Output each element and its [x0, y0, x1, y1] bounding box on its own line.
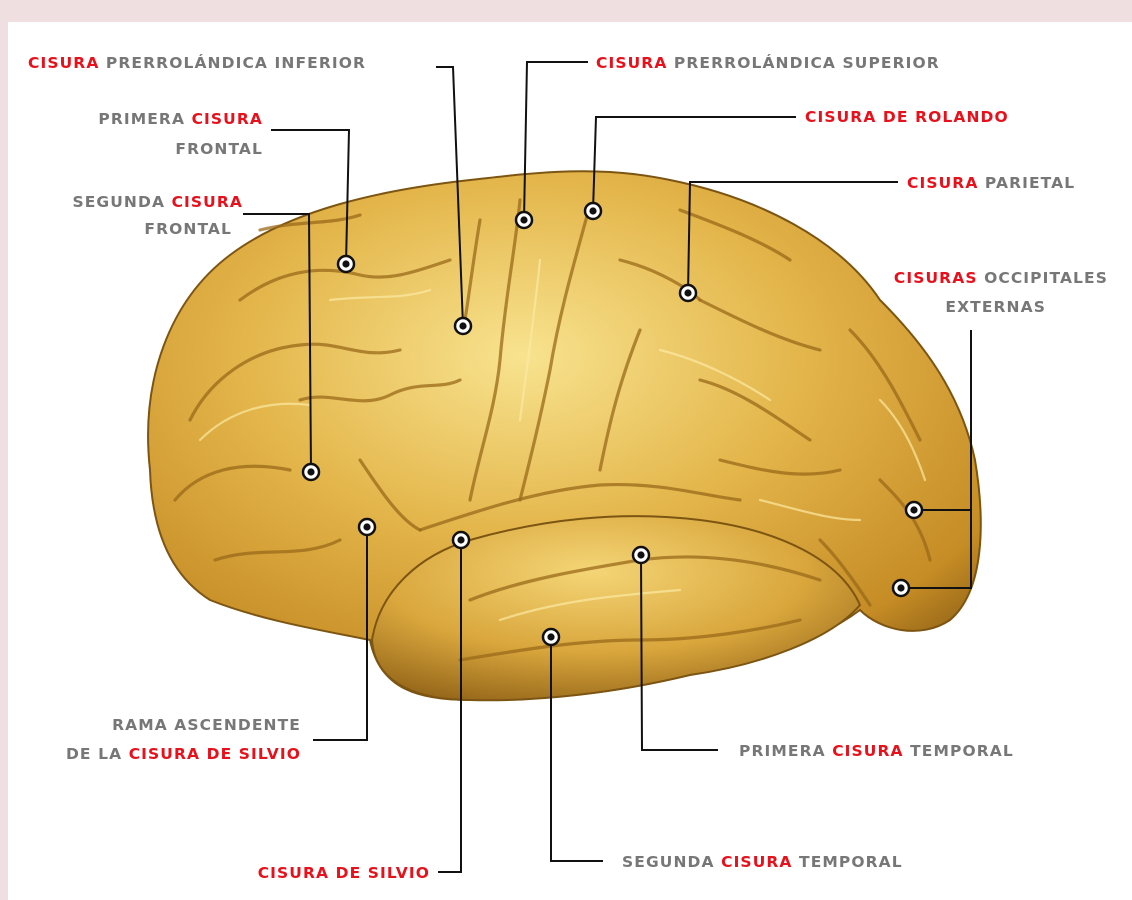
- label-prerrolandica-superior-red: CISURA: [596, 54, 667, 72]
- label-segunda-temporal-gray-a: SEGUNDA: [622, 853, 721, 871]
- label-segunda-frontal-gray: SEGUNDA: [72, 193, 171, 211]
- marker-segunda-frontal: [303, 464, 319, 480]
- label-segunda-temporal-red: CISURA: [721, 853, 792, 871]
- label-primera-frontal-line1: PRIMERA CISURA: [98, 110, 263, 128]
- label-rama-ascendente-line1: RAMA ASCENDENTE: [112, 716, 301, 734]
- label-parietal-red: CISURA: [907, 174, 978, 192]
- label-segunda-frontal-line1: SEGUNDA CISURA: [72, 193, 243, 211]
- marker-prerrolandica-superior: [516, 212, 532, 228]
- label-parietal-gray: PARIETAL: [978, 174, 1075, 192]
- label-prerrolandica-superior: CISURA PRERROLÁNDICA SUPERIOR: [596, 53, 940, 72]
- label-occipitales-gray: OCCIPITALES: [978, 269, 1108, 287]
- label-silvio-red: CISURA DE SILVIO: [258, 864, 430, 882]
- marker-primera-temporal: [633, 547, 649, 563]
- label-segunda-frontal-red: CISURA: [172, 193, 243, 211]
- label-rama-ascendente-gray: DE LA: [66, 745, 129, 763]
- label-segunda-temporal: SEGUNDA CISURA TEMPORAL: [622, 853, 903, 871]
- brain-illustration: [148, 171, 981, 700]
- marker-prerrolandica-inferior: [455, 318, 471, 334]
- label-primera-frontal-gray: PRIMERA: [98, 110, 191, 128]
- marker-occipital-lower: [893, 580, 909, 596]
- label-segunda-frontal-line2: FRONTAL: [144, 220, 232, 238]
- label-primera-frontal-red: CISURA: [192, 110, 263, 128]
- label-parietal: CISURA PARIETAL: [907, 174, 1075, 192]
- label-rolando: CISURA DE ROLANDO: [805, 108, 1009, 126]
- label-prerrolandica-inferior-red: CISURA: [28, 54, 99, 72]
- label-primera-temporal-gray-b: TEMPORAL: [904, 742, 1014, 760]
- label-rama-ascendente-red: CISURA DE SILVIO: [129, 745, 301, 763]
- marker-parietal: [680, 285, 696, 301]
- label-primera-temporal-gray-a: PRIMERA: [739, 742, 832, 760]
- label-prerrolandica-inferior-gray: PRERROLÁNDICA INFERIOR: [99, 53, 366, 72]
- marker-silvio: [453, 532, 469, 548]
- label-rolando-red: CISURA DE ROLANDO: [805, 108, 1009, 126]
- label-primera-frontal-line2: FRONTAL: [175, 140, 263, 158]
- label-segunda-temporal-gray-b: TEMPORAL: [793, 853, 903, 871]
- label-prerrolandica-superior-gray: PRERROLÁNDICA SUPERIOR: [667, 53, 939, 72]
- label-occipitales-line2: EXTERNAS: [945, 298, 1046, 316]
- label-primera-temporal: PRIMERA CISURA TEMPORAL: [739, 742, 1014, 760]
- label-rama-ascendente-line2: DE LA CISURA DE SILVIO: [66, 745, 301, 763]
- label-occipitales-red: CISURAS: [894, 269, 978, 287]
- marker-rolando: [585, 203, 601, 219]
- label-occipitales-line1: CISURAS OCCIPITALES: [894, 269, 1108, 287]
- marker-rama-ascendente: [359, 519, 375, 535]
- label-prerrolandica-inferior: CISURA PRERROLÁNDICA INFERIOR: [28, 53, 366, 72]
- marker-occipital-upper: [906, 502, 922, 518]
- label-primera-temporal-red: CISURA: [832, 742, 903, 760]
- label-silvio: CISURA DE SILVIO: [258, 864, 430, 882]
- marker-primera-frontal: [338, 256, 354, 272]
- marker-segunda-temporal: [543, 629, 559, 645]
